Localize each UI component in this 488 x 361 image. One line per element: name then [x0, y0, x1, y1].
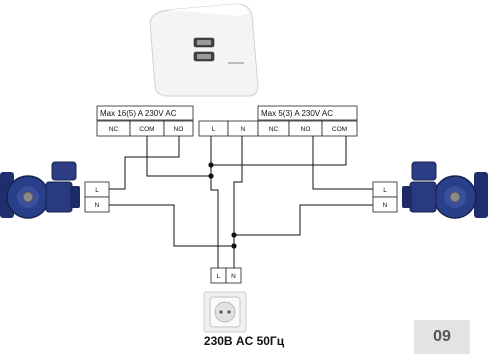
wire-n-main — [233, 136, 243, 268]
relay2-header-box — [257, 105, 358, 121]
right-pump-n: N — [383, 202, 388, 209]
mains-n: N — [231, 273, 236, 280]
terminal-nc-1: NC — [109, 126, 119, 133]
wire-no2-right-pump — [312, 136, 373, 190]
junction-dot — [208, 173, 214, 179]
terminal-no-2: NO — [301, 126, 311, 133]
left-pump-image — [0, 161, 80, 219]
right-pump-terminals: L N — [372, 181, 398, 213]
left-pump-n: N — [95, 202, 100, 209]
mains-terminals: L N — [210, 267, 242, 284]
right-pump-l: L — [383, 187, 387, 194]
terminal-l: L — [212, 126, 216, 133]
junction-dot — [208, 162, 214, 168]
relay1-header: Max 16(5) A 230V AC — [100, 109, 177, 118]
junction-dot — [231, 243, 237, 249]
terminal-com-2: COM — [332, 126, 347, 133]
terminal-com-1: COM — [139, 126, 154, 133]
relay1-header-box — [96, 105, 194, 121]
mains-l: L — [217, 273, 221, 280]
page-number-badge: 09 — [414, 320, 470, 354]
supply-label: 230В AC 50Гц — [203, 334, 285, 348]
thermostat-device-image — [149, 3, 259, 97]
wire-l-main — [210, 136, 219, 268]
wire-no1-left-pump — [109, 136, 180, 190]
wiring — [109, 136, 373, 268]
terminal-n: N — [241, 126, 246, 133]
wire-n-left-pump — [109, 204, 234, 247]
relay2-header: Max 5(3) A 230V AC — [261, 109, 333, 118]
wire-com1 — [146, 136, 211, 177]
wire-com2 — [211, 136, 347, 166]
wall-socket-image — [203, 291, 247, 333]
controller-terminal-block: Max 16(5) A 230V AC Max 5(3) A 230V AC N… — [96, 105, 358, 137]
terminal-nc-2: NC — [269, 126, 279, 133]
left-pump-terminals: L N — [84, 181, 110, 213]
right-pump-image — [402, 161, 488, 219]
junction-dot — [231, 232, 237, 238]
left-pump-l: L — [95, 187, 99, 194]
wire-n-right-pump — [234, 204, 373, 236]
terminal-no-1: NO — [174, 126, 184, 133]
